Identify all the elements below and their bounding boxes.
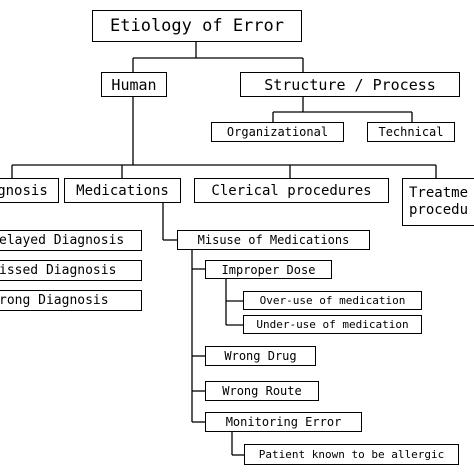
node-medications: Medications [64, 178, 181, 203]
node-human: Human [101, 72, 167, 97]
node-clerical-procedures-label: Clerical procedures [211, 182, 372, 199]
node-structure-process: Structure / Process [240, 72, 460, 97]
node-treatment-line-1: Treatme [409, 185, 469, 201]
node-medications-label: Medications [76, 182, 169, 199]
node-diagnosis: gnosis [0, 178, 59, 203]
node-improper-dose-label: Improper Dose [221, 262, 316, 277]
node-monitoring-error-label: Monitoring Error [225, 415, 342, 429]
node-treatment-line-2: procedu [409, 202, 469, 218]
node-underuse-label: Under-use of medication [256, 318, 409, 331]
node-misuse-of-medications: Misuse of Medications [177, 230, 370, 250]
node-technical-label: Technical [378, 125, 444, 139]
node-overuse-label: Over-use of medication [259, 294, 406, 307]
root-node-etiology-of-error: Etiology of Error [92, 10, 302, 42]
node-human-label: Human [111, 75, 157, 94]
node-organizational-label: Organizational [226, 125, 329, 139]
node-overuse-of-medication: Over-use of medication [243, 291, 422, 310]
node-structure-process-label: Structure / Process [264, 75, 436, 94]
node-organizational: Organizational [211, 122, 344, 142]
node-diagnosis-label: gnosis [0, 182, 48, 199]
node-wrong-route-label: Wrong Route [222, 384, 302, 398]
root-label: Etiology of Error [110, 16, 284, 36]
node-missed-diagnosis: issed Diagnosis [0, 260, 142, 281]
node-technical: Technical [367, 122, 455, 142]
node-wrong-route: Wrong Route [205, 381, 319, 401]
node-delayed-diagnosis-label: elayed Diagnosis [0, 233, 125, 248]
node-wrong-drug: Wrong Drug [205, 346, 316, 366]
node-monitoring-error: Monitoring Error [205, 412, 362, 432]
node-delayed-diagnosis: elayed Diagnosis [0, 230, 142, 251]
node-missed-diagnosis-label: issed Diagnosis [0, 263, 117, 278]
node-clerical-procedures: Clerical procedures [194, 178, 389, 203]
node-wrong-diagnosis-label: rong Diagnosis [0, 293, 109, 308]
node-patient-known-allergic: Patient known to be allergic [244, 444, 459, 465]
node-treatment-procedures: Treatme procedu [402, 178, 474, 226]
node-wrong-drug-label: Wrong Drug [224, 349, 297, 363]
node-underuse-of-medication: Under-use of medication [243, 315, 422, 334]
node-improper-dose: Improper Dose [205, 260, 332, 279]
node-allergic-label: Patient known to be allergic [258, 448, 445, 461]
node-wrong-diagnosis: rong Diagnosis [0, 290, 142, 311]
node-misuse-label: Misuse of Medications [197, 233, 350, 247]
